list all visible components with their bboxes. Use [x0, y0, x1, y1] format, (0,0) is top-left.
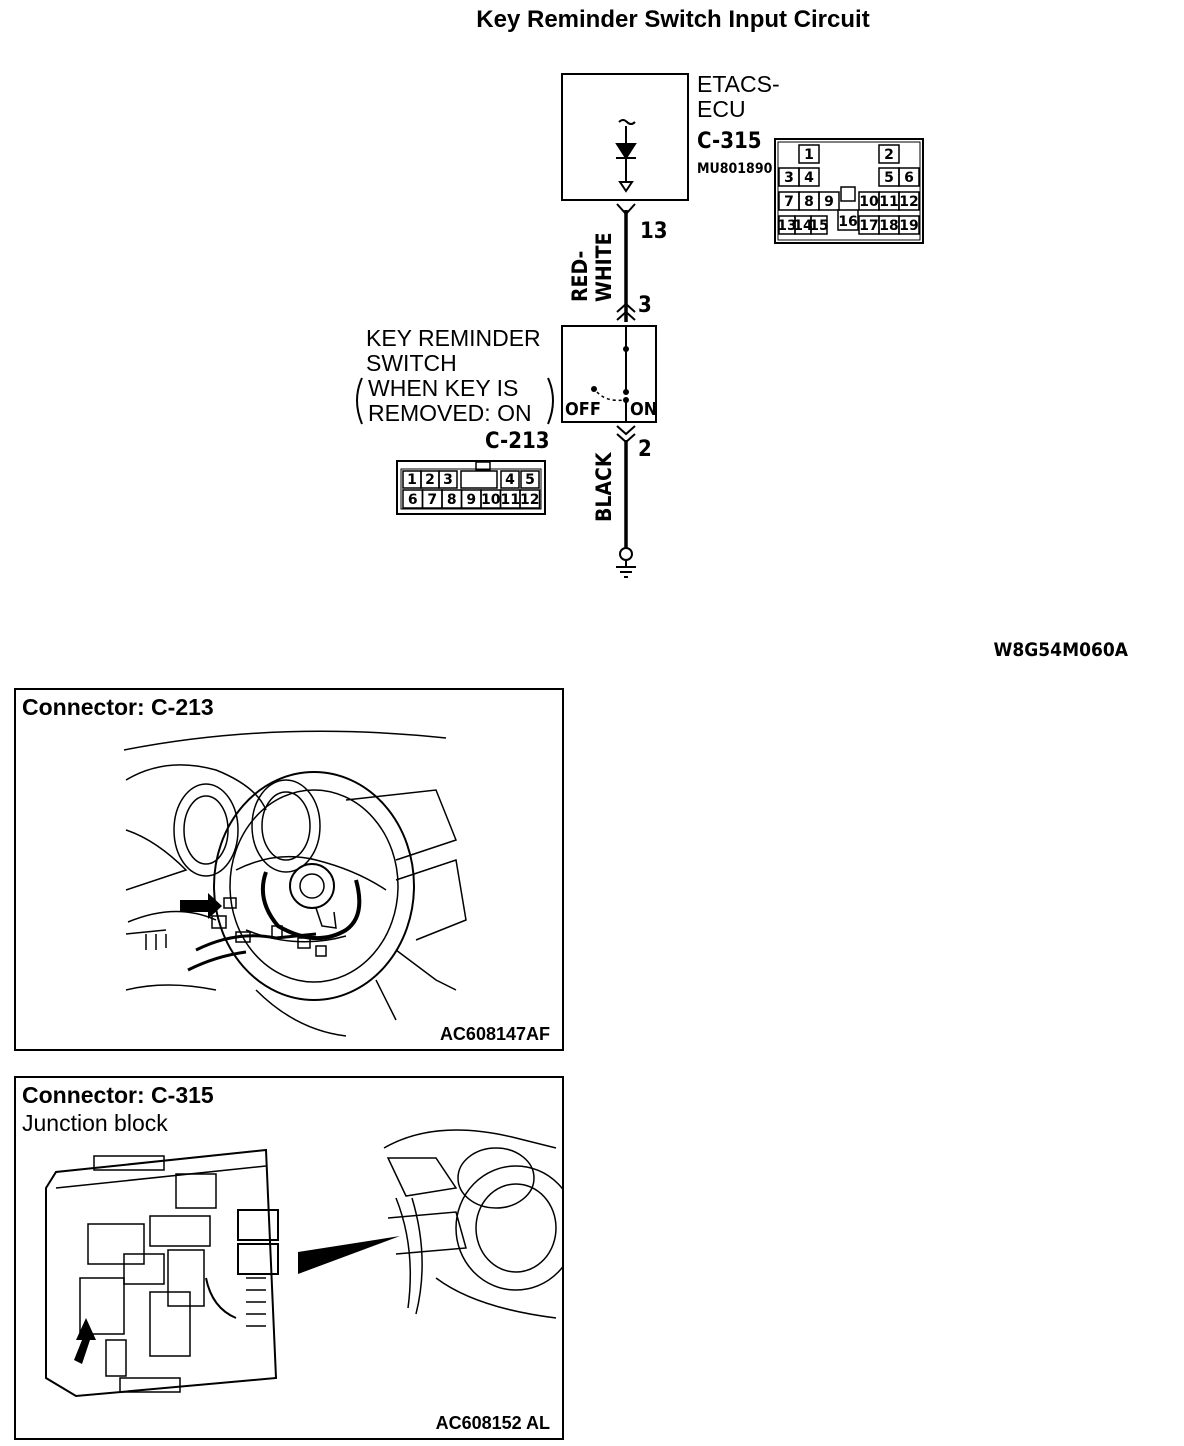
pin-cell — [798, 167, 820, 187]
pin-label: 10 — [859, 194, 879, 210]
pin-label: 5 — [884, 170, 894, 186]
ground-symbol — [616, 547, 636, 578]
c315-pointer-arrow — [74, 1318, 96, 1364]
pin-label: 5 — [525, 472, 535, 488]
pin-cell — [519, 489, 541, 509]
c213-pointer-arrow — [180, 893, 222, 919]
ecu-pin-number: 13 — [640, 219, 668, 244]
pin-label: 2 — [425, 472, 435, 488]
ecu-diode-symbol — [615, 119, 637, 193]
pin-label: 3 — [443, 472, 453, 488]
switch-box — [561, 325, 657, 423]
pin-label: 12 — [520, 492, 539, 508]
pin-label: 17 — [859, 218, 878, 234]
c315-callout-pointer — [298, 1236, 400, 1274]
pin-label: 12 — [899, 194, 918, 210]
switch-off-label: OFF — [565, 399, 601, 420]
pin-cell — [798, 144, 820, 164]
ecu-label-1: ETACS- — [697, 71, 780, 97]
switch-note-paren-right — [547, 377, 554, 425]
pin-label: 2 — [884, 147, 894, 163]
diagram-title: Key Reminder Switch Input Circuit — [476, 6, 870, 33]
pin-label: 1 — [804, 147, 814, 163]
pin-label: 19 — [899, 218, 918, 234]
pin-label: 13 — [777, 218, 796, 234]
diagram-code: W8G54M060A — [994, 639, 1129, 661]
switch-label-2: SWITCH — [366, 350, 457, 376]
switch-note-paren-left — [356, 377, 363, 425]
ecu-label-2: ECU — [697, 96, 746, 122]
ecu-box — [561, 73, 689, 201]
lower-wire-color: BLACK — [592, 451, 616, 522]
upper-wire-color-1: RED- — [568, 251, 592, 302]
pin-label: 11 — [501, 492, 520, 508]
pin-cell — [438, 470, 458, 489]
switch-note-2: REMOVED: ON — [368, 400, 532, 426]
pin-label: 4 — [804, 170, 814, 186]
panel2-title: Connector: C-315 — [22, 1082, 214, 1108]
upper-wire-color-2: WHITE — [592, 233, 616, 302]
ecu-terminal-mark — [616, 203, 636, 216]
pin-label: 8 — [447, 492, 457, 508]
connector-key — [840, 186, 856, 202]
pin-label: 11 — [879, 194, 898, 210]
switch-label-1: KEY REMINDER — [366, 325, 541, 351]
junction-block-illustration — [45, 1129, 562, 1398]
steering-wheel-illustration — [123, 730, 467, 1037]
pin-label: 1 — [407, 472, 417, 488]
switch-bottom-pin-number: 2 — [638, 437, 652, 462]
pin-label: 7 — [427, 492, 437, 508]
switch-note-1: WHEN KEY IS — [368, 375, 518, 401]
switch-on-label: ON — [630, 399, 657, 420]
pin-cell — [500, 470, 520, 489]
pin-label: 7 — [784, 194, 794, 210]
connector-key — [460, 470, 498, 489]
pin-cell — [818, 191, 840, 211]
panel2-subtitle: Junction block — [22, 1110, 168, 1136]
pin-label: 15 — [809, 218, 828, 234]
connector-c315-panel: Connector: C-315 Junction block — [14, 1076, 564, 1440]
pin-label: 6 — [904, 170, 914, 186]
connector-c213-panel: Connector: C-213 — [14, 688, 564, 1051]
pin-cell — [520, 470, 540, 489]
switch-top-pin-number: 3 — [638, 293, 652, 318]
switch-connector-label: C-213 — [485, 429, 550, 454]
pin-cell — [898, 215, 920, 235]
pin-label: 6 — [408, 492, 418, 508]
switch-contact-symbol — [591, 326, 629, 422]
pin-label: 10 — [481, 492, 501, 508]
panel2-code: AC608152 AL — [435, 1413, 550, 1433]
pin-cell — [810, 215, 828, 235]
pin-cell — [837, 209, 859, 231]
pin-label: 9 — [824, 194, 834, 210]
switch-top-terminal-mark — [616, 302, 636, 321]
switch-bottom-terminal-mark — [616, 425, 636, 444]
pin-cell — [878, 144, 900, 164]
ecu-connector-label: C-315 — [697, 129, 762, 154]
pin-label: 4 — [505, 472, 515, 488]
pin-label: 9 — [466, 492, 476, 508]
pin-cell — [898, 191, 920, 211]
pin-label: 3 — [784, 170, 794, 186]
panel1-code: AC608147AF — [439, 1024, 550, 1044]
pin-label: 18 — [879, 218, 898, 234]
ecu-part-number: MU801890 — [697, 161, 773, 177]
pin-cell — [898, 167, 920, 187]
panel1-title: Connector: C-213 — [22, 694, 214, 720]
pin-label: 8 — [804, 194, 814, 210]
pin-label: 16 — [838, 214, 857, 230]
pin-label: 14 — [793, 218, 813, 234]
